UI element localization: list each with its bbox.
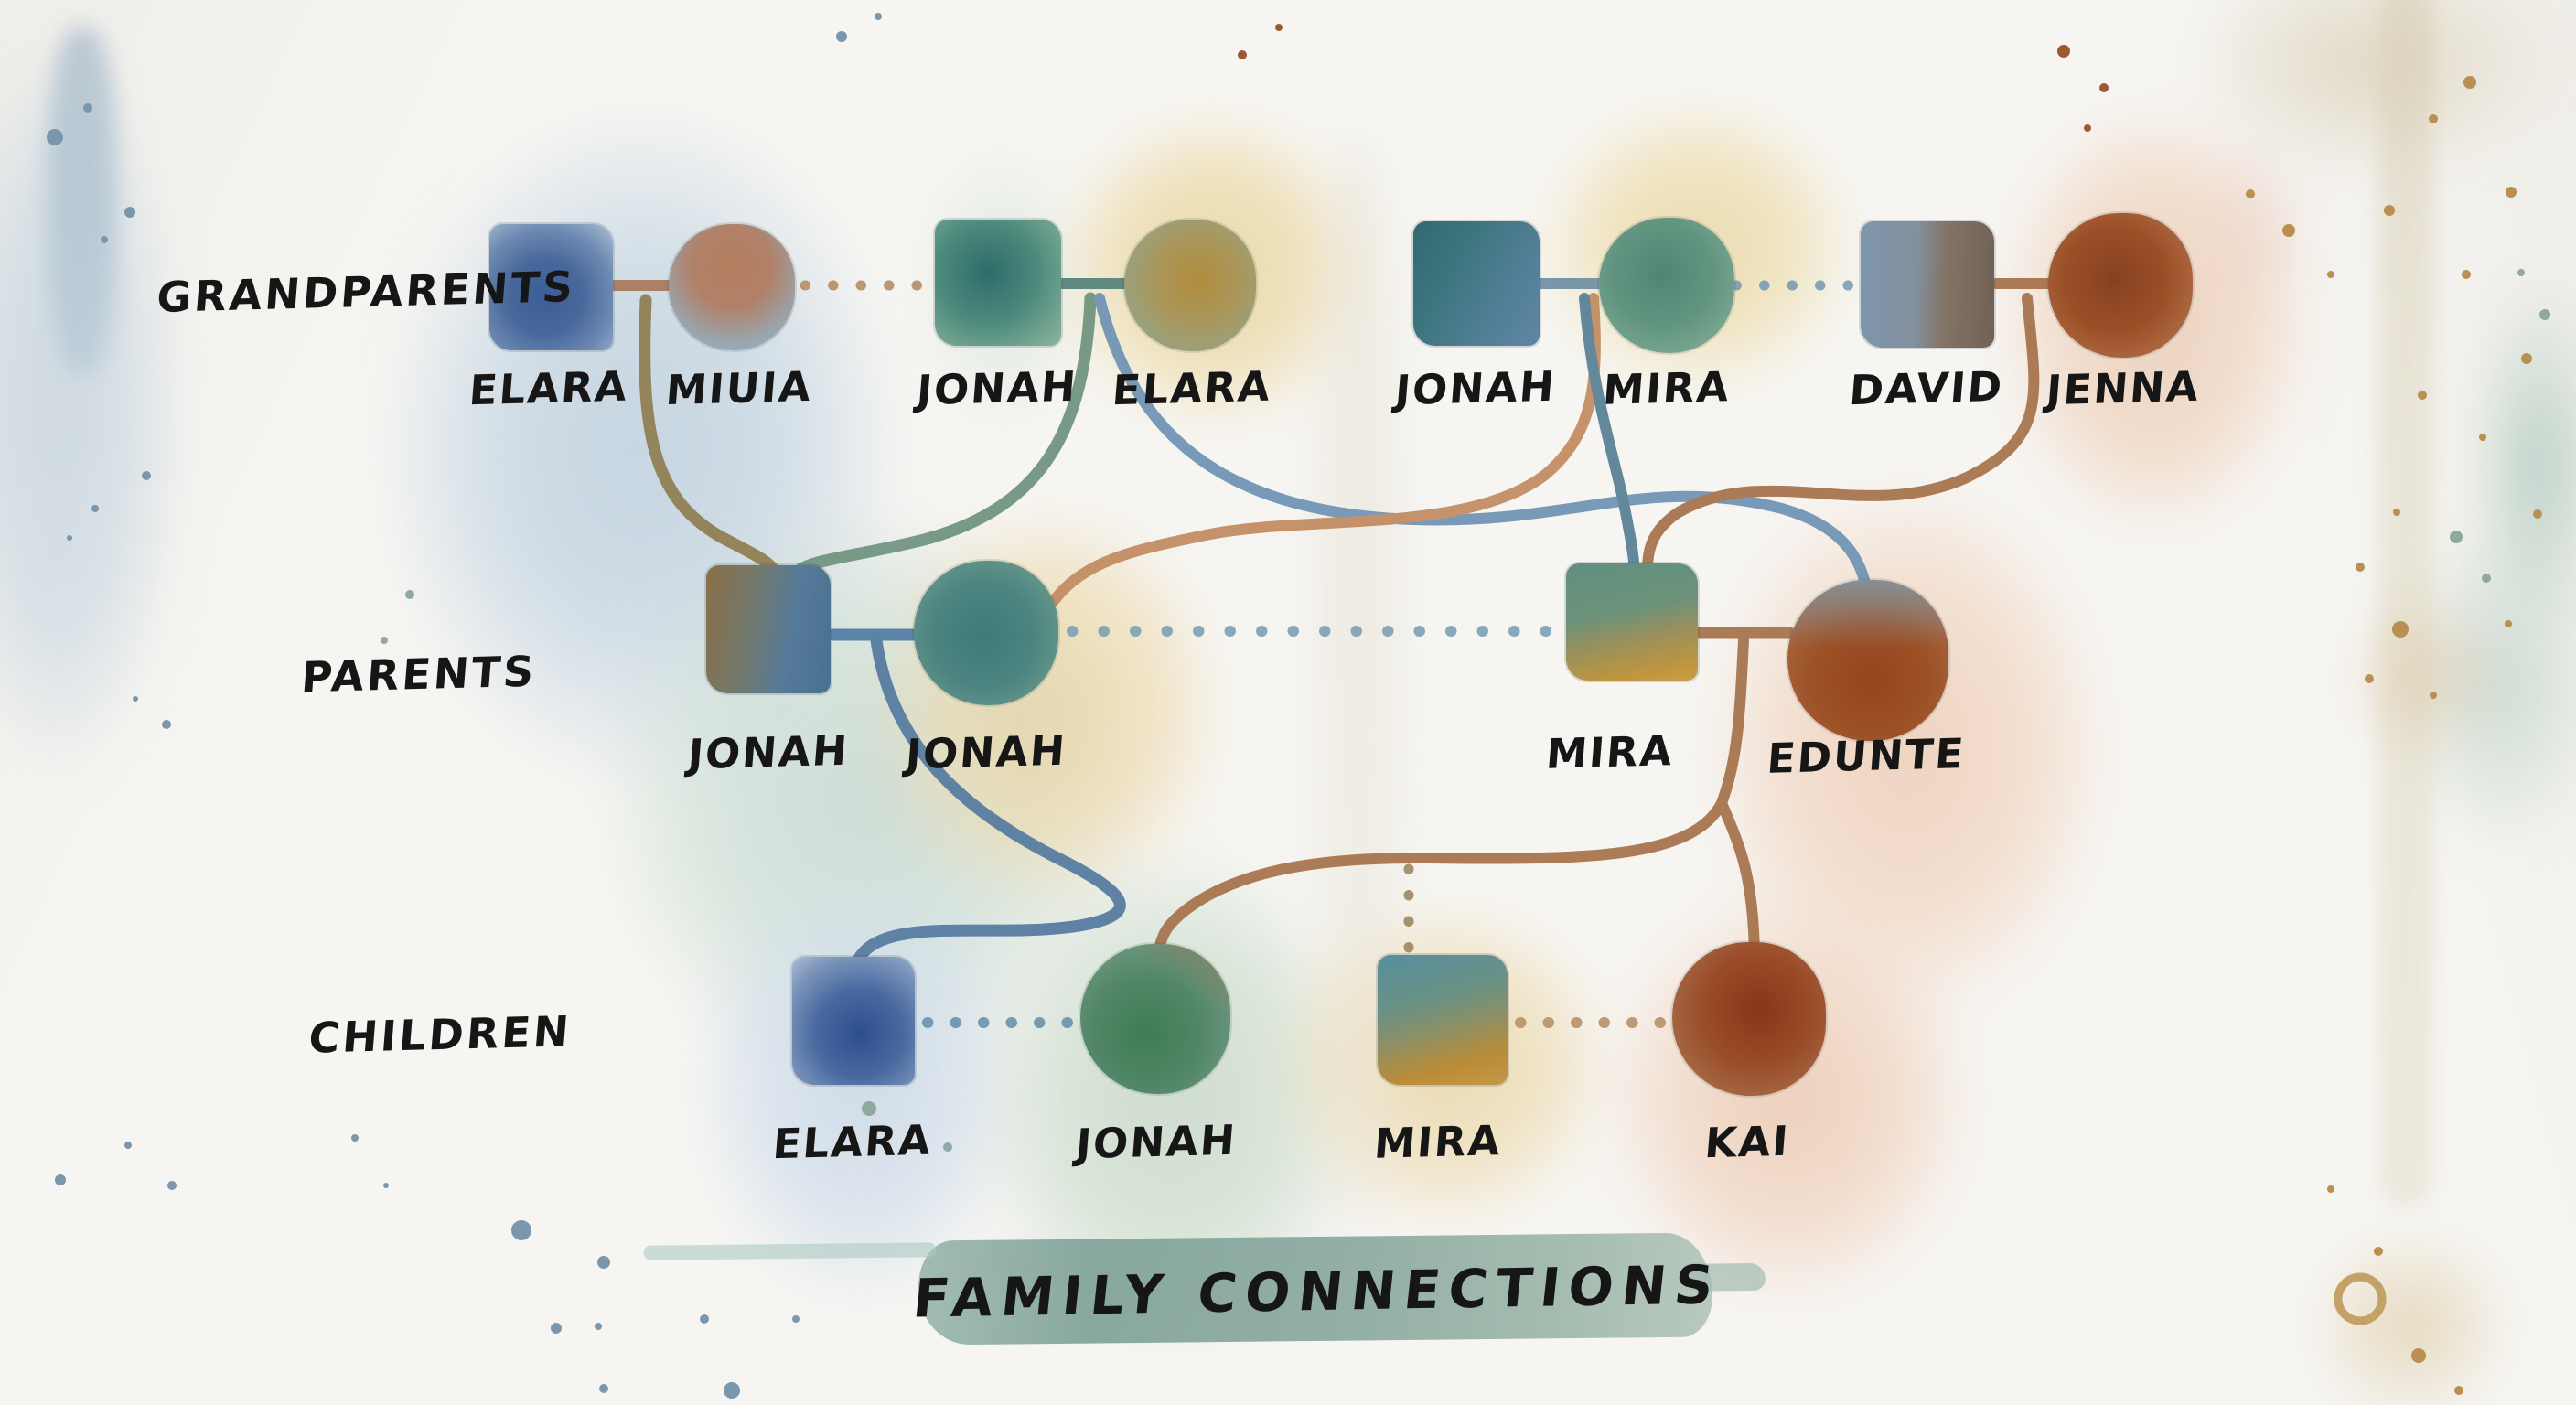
person-name-elara-grandparent-2: ELARA <box>1110 361 1274 415</box>
male-square-david-grandparent <box>1861 221 1994 348</box>
coffee-ring-stain <box>2334 1272 2387 1325</box>
female-circle-jonah-child <box>1080 944 1230 1094</box>
person-name-elara-child: ELARA <box>770 1115 935 1169</box>
male-square-mira-parent <box>1566 563 1698 681</box>
male-square-elara-child <box>792 957 915 1085</box>
person-name-jonah-parent-2: JONAH <box>904 725 1068 779</box>
descent-mira-edunte-to-jonah-child <box>1153 635 1749 964</box>
female-circle-miuia-grandparent <box>669 224 795 350</box>
female-circle-kai-child <box>1672 942 1826 1096</box>
person-name-edunte-parent: EDUNTE <box>1765 729 1968 783</box>
descent-mira-edunte-to-kai <box>1716 798 1760 959</box>
female-circle-jenna-grandparent <box>2048 213 2193 358</box>
person-name-miuia-grandparent: MIUIA <box>663 361 815 415</box>
female-circle-mira-grandparent <box>1599 218 1734 353</box>
person-name-jonah-grandparent-2: JONAH <box>1393 361 1558 415</box>
person-name-kai-child: KAI <box>1702 1116 1792 1168</box>
person-name-mira-grandparent: MIRA <box>1601 362 1733 414</box>
male-square-jonah-grandparent-2 <box>1413 221 1540 346</box>
female-circle-edunte-parent <box>1787 580 1948 741</box>
person-name-elara-grandparent: ELARA <box>467 361 631 415</box>
person-name-mira-child: MIRA <box>1372 1116 1504 1168</box>
male-square-mira-child <box>1378 955 1508 1085</box>
row-label-children: CHILDREN <box>306 1006 574 1063</box>
person-name-jonah-parent: JONAH <box>686 725 851 779</box>
male-square-jonah-parent <box>706 565 831 693</box>
row-label-parents: PARENTS <box>299 646 539 702</box>
person-name-jonah-child: JONAH <box>1074 1115 1239 1169</box>
person-name-david-grandparent: DAVID <box>1847 361 2006 415</box>
splatter-dots <box>47 13 2550 1399</box>
person-name-mira-parent: MIRA <box>1544 726 1676 778</box>
male-square-jonah-grandparent <box>935 220 1061 346</box>
person-name-jenna-grandparent: JENNA <box>2044 361 2203 415</box>
female-circle-elara-grandparent <box>1124 220 1256 351</box>
female-circle-jonah-parent <box>914 561 1058 705</box>
person-name-jonah-grandparent: JONAH <box>915 361 1079 415</box>
